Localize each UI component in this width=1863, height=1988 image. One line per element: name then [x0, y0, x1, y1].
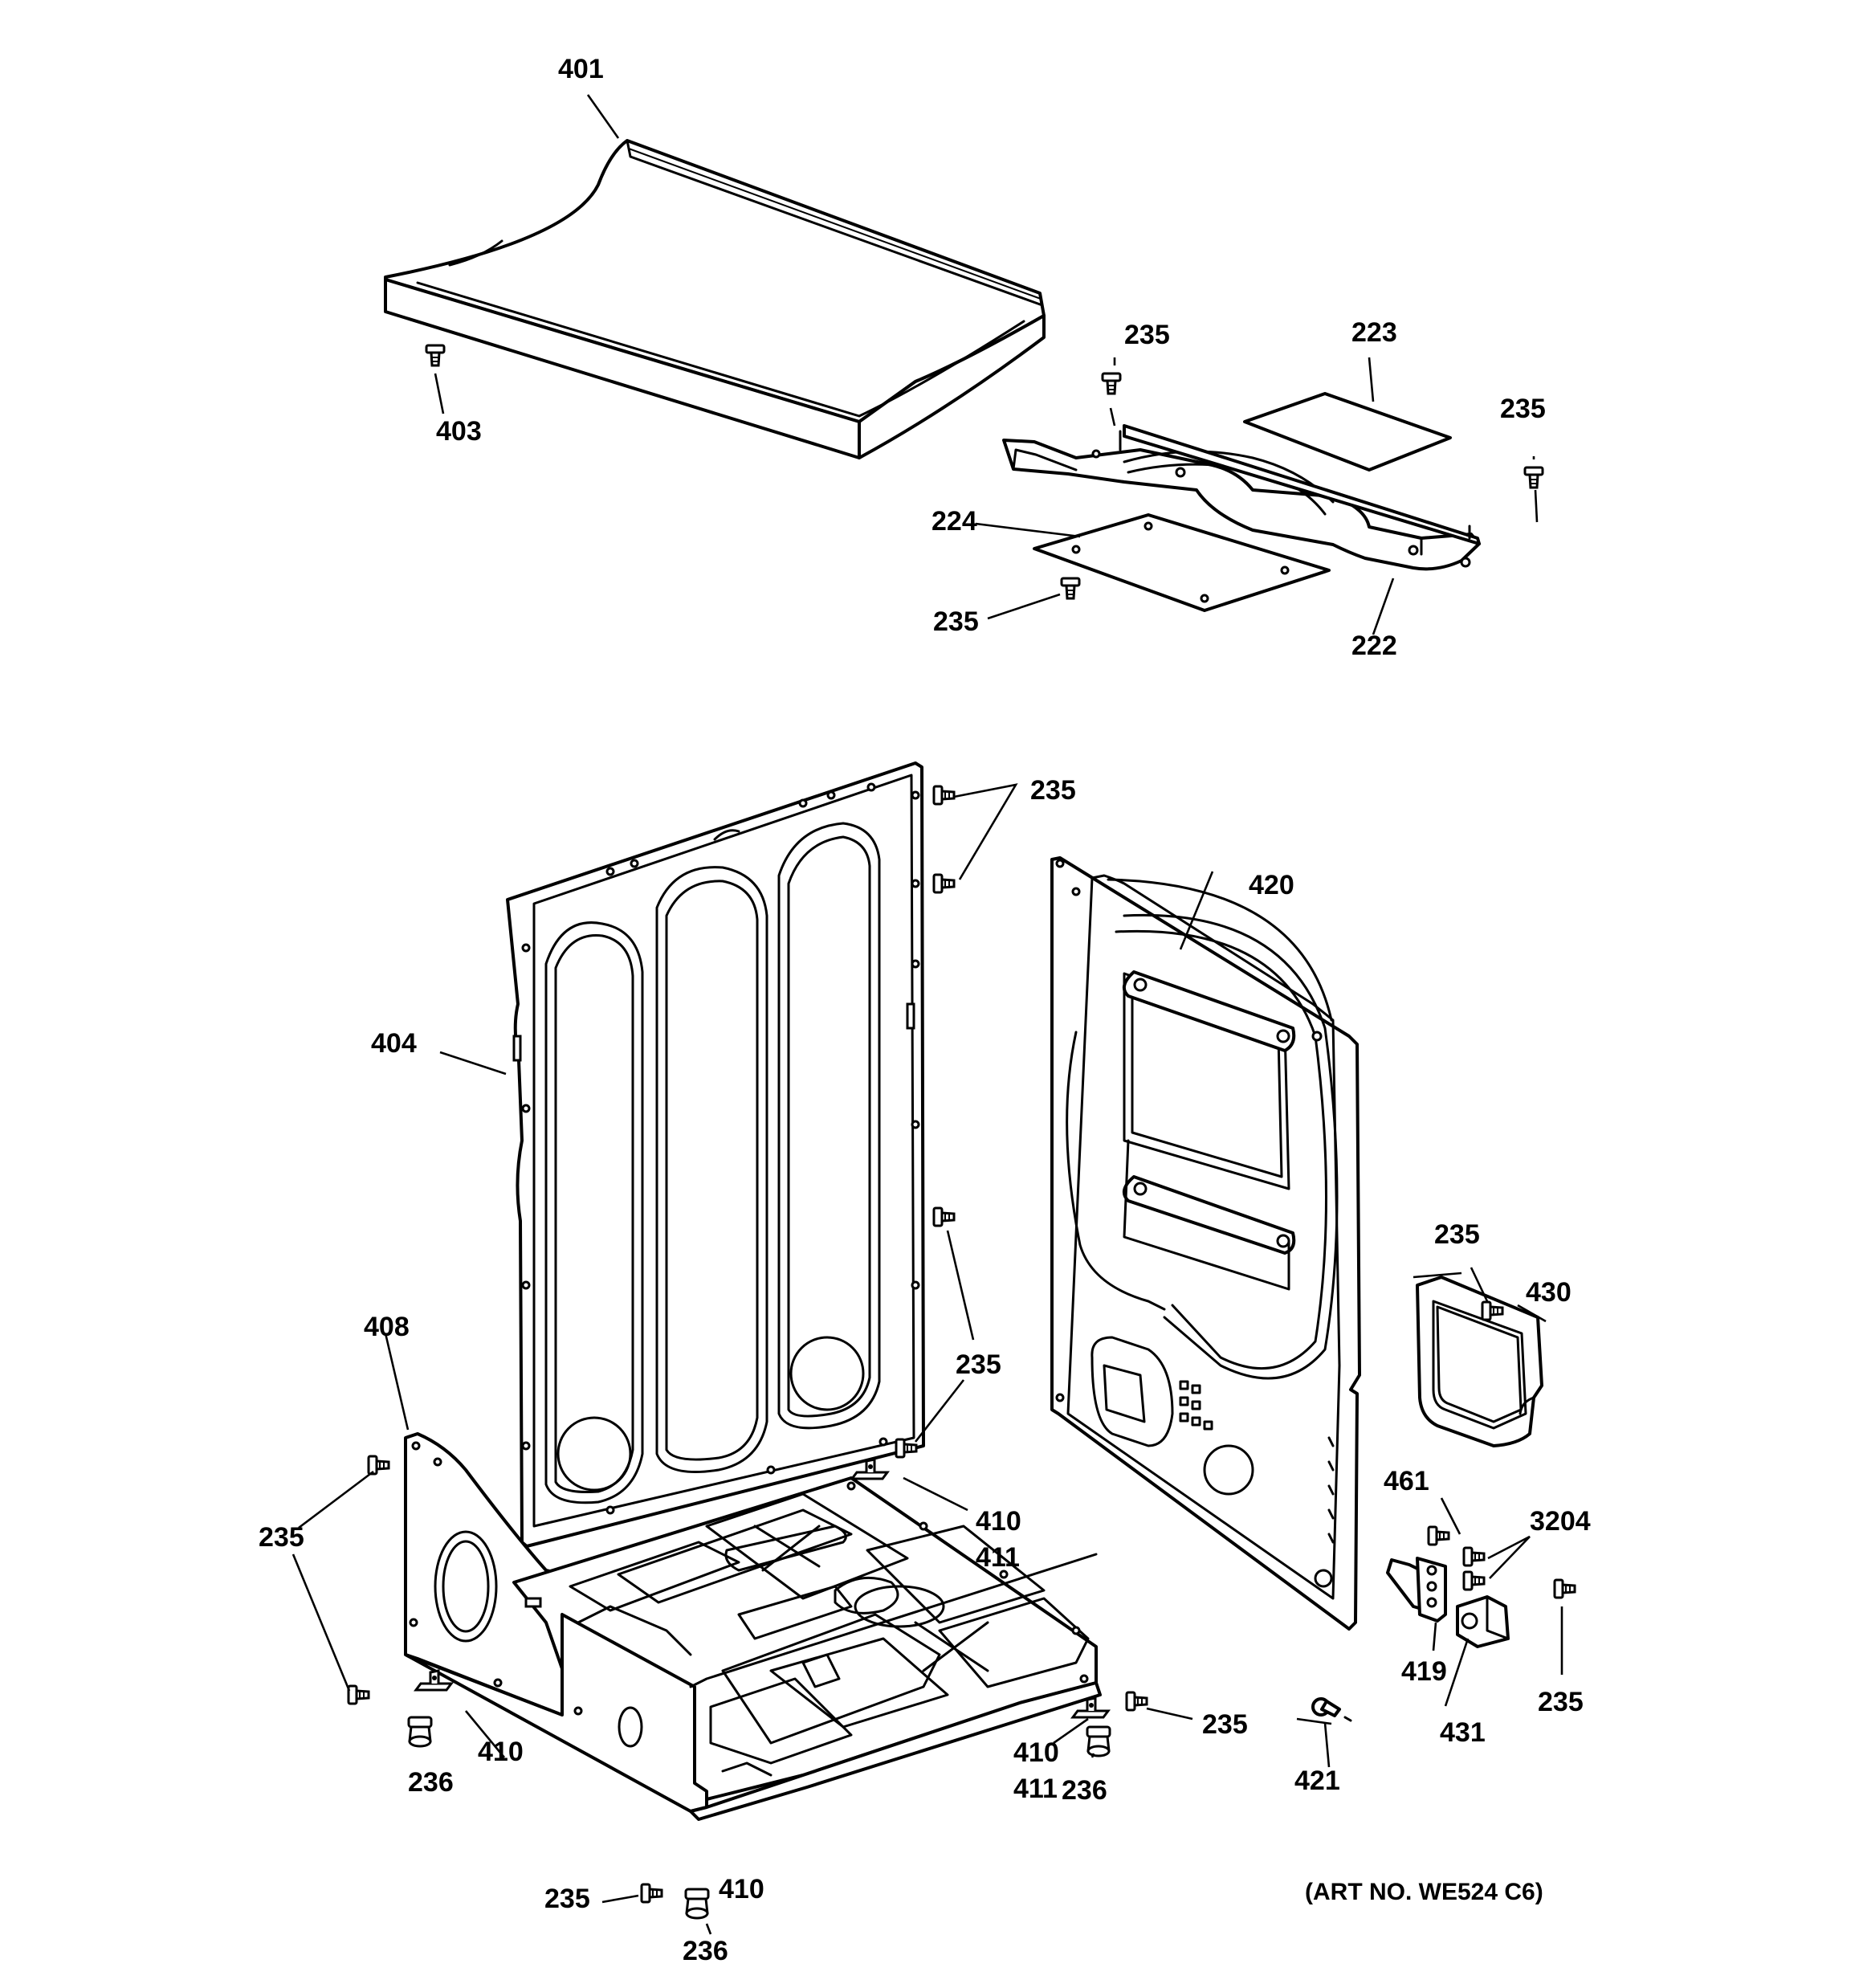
label-431: 431 — [1440, 1717, 1486, 1748]
label-419: 419 — [1401, 1656, 1447, 1687]
label-235: 235 — [956, 1349, 1001, 1380]
label-410: 410 — [478, 1737, 524, 1767]
callout-labels: 401 403 235 223 235 224 235 222 235 420 … — [259, 54, 1591, 1966]
plate-224 — [1033, 513, 1331, 612]
label-410: 410 — [1013, 1737, 1059, 1768]
label-235: 235 — [1434, 1219, 1480, 1250]
plate-223 — [1243, 392, 1452, 471]
front-panel — [1050, 856, 1361, 1631]
label-408: 408 — [364, 1312, 410, 1342]
label-410: 410 — [976, 1506, 1021, 1537]
label-235: 235 — [544, 1884, 590, 1914]
label-461: 461 — [1384, 1466, 1429, 1496]
art-number: (ART NO. WE524 C6) — [1305, 1879, 1543, 1905]
label-410: 410 — [719, 1874, 764, 1904]
rear-panel — [506, 761, 925, 1548]
label-401: 401 — [558, 54, 604, 84]
label-421: 421 — [1294, 1766, 1340, 1796]
control-mount-bracket — [1002, 424, 1481, 571]
switch-bracket-431 — [1456, 1595, 1510, 1648]
label-235: 235 — [1500, 394, 1546, 424]
label-235: 235 — [259, 1522, 304, 1553]
label-235: 235 — [1124, 320, 1170, 350]
base-assembly — [404, 1432, 1102, 1821]
label-411: 411 — [1013, 1774, 1058, 1804]
label-404: 404 — [371, 1028, 417, 1059]
label-235: 235 — [1538, 1687, 1584, 1717]
label-235: 235 — [933, 606, 979, 637]
label-222: 222 — [1351, 631, 1397, 661]
label-236: 236 — [1062, 1775, 1107, 1806]
door-hinge-bracket — [1386, 1557, 1447, 1623]
label-411: 411 — [976, 1542, 1020, 1573]
label-235: 235 — [1202, 1709, 1248, 1740]
label-224: 224 — [932, 506, 977, 537]
label-3204: 3204 — [1530, 1506, 1591, 1537]
label-403: 403 — [436, 416, 482, 447]
label-420: 420 — [1249, 870, 1294, 900]
part-421 — [1311, 1697, 1352, 1722]
label-236: 236 — [408, 1767, 454, 1798]
label-235: 235 — [1030, 775, 1076, 806]
label-223: 223 — [1351, 317, 1397, 348]
top-panel — [384, 139, 1046, 459]
leader-lines — [291, 94, 1563, 1935]
access-panel-430 — [1416, 1276, 1543, 1447]
label-236: 236 — [683, 1936, 728, 1966]
label-430: 430 — [1526, 1277, 1572, 1308]
